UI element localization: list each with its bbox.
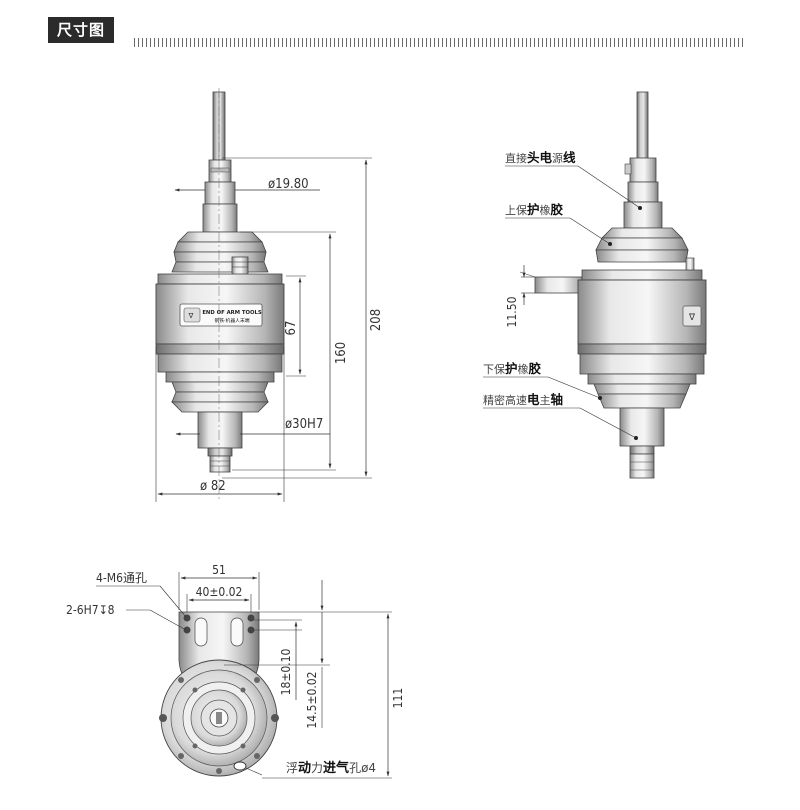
- callout-upper-boot: 上保护橡胶: [505, 202, 612, 246]
- dim-cable-diameter: ø19.80: [268, 177, 309, 192]
- dim-spindle-diameter: ø30H7: [285, 417, 323, 432]
- dim-hole-spacing: 40±0.02: [196, 585, 243, 599]
- svg-text:直接头电源线: 直接头电源线: [505, 150, 576, 165]
- nameplate-subtitle: 钢铁·机器人末端: [214, 317, 249, 324]
- callout-air-inlet: 浮动力进气孔ø4: [245, 760, 376, 776]
- bottom-view: 4-M6通孔 2-6H7↧8 51 40±0.02 18±0.10 14.5±0…: [66, 563, 405, 779]
- dim-slot-length: 18±0.10: [279, 648, 293, 695]
- callout-lower-boot: 下保护橡胶: [483, 361, 602, 400]
- side-view: ∇ 11.50 直接头电源线 上保护橡胶: [483, 91, 707, 479]
- label-pin-holes: 2-6H7↧8: [66, 603, 115, 617]
- logo-icon: ∇: [688, 313, 696, 323]
- dim-bracket: 11.50: [505, 296, 519, 327]
- title-divider: [134, 38, 744, 47]
- section-header: 尺寸图: [0, 0, 800, 50]
- svg-text:下保护橡胶: 下保护橡胶: [483, 361, 542, 376]
- callout-power-cable: 直接头电源线: [505, 150, 642, 210]
- callout-spindle: 精密高速电主轴: [483, 392, 638, 440]
- dim-pin-offset: 14.5±0.02: [305, 671, 319, 728]
- dim-body-height: 67: [284, 321, 299, 336]
- section-title: 尺寸图: [48, 17, 115, 43]
- svg-text:精密高速电主轴: 精密高速电主轴: [483, 392, 563, 407]
- dim-outer-diameter: ø 82: [200, 479, 226, 494]
- dim-plate-width: 51: [212, 563, 226, 577]
- label-through-holes: 4-M6通孔: [96, 571, 147, 585]
- front-view: ∇ END OF ARM TOOLS 钢铁·机器人末端 ø19.80 67: [155, 88, 384, 502]
- logo-icon: ∇: [188, 312, 194, 320]
- svg-text:上保护橡胶: 上保护橡胶: [505, 202, 564, 217]
- svg-text:浮动力进气孔ø4: 浮动力进气孔ø4: [286, 760, 376, 776]
- dim-mid-height: 160: [334, 342, 349, 364]
- dim-total-height: 208: [369, 309, 384, 331]
- nameplate-title: END OF ARM TOOLS: [202, 310, 262, 316]
- dim-total-width: 111: [391, 688, 405, 709]
